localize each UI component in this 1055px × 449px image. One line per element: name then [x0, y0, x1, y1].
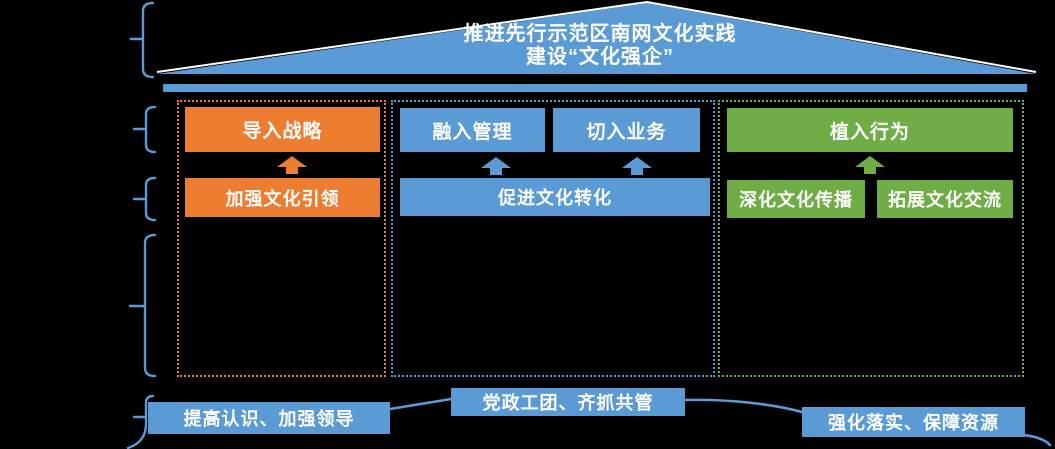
box-behavior-bottom-right: 拓展文化交流	[877, 180, 1013, 218]
connector-line-left-center	[388, 397, 453, 411]
footer-box-right: 强化落实、保障资源	[802, 407, 1025, 437]
footer-box-center: 党政工团、齐抓共管	[451, 388, 685, 416]
brace-icon-roof	[129, 1, 155, 79]
box-strategy-top: 导入战略	[185, 107, 380, 152]
brace-icon-row1	[132, 105, 157, 154]
box-behavior-bottom-left: 深化文化传播	[727, 180, 865, 218]
box-management-top-right: 切入业务	[553, 108, 700, 152]
connector-line-center-right	[683, 398, 804, 414]
pillar-strategy-column	[177, 100, 386, 377]
box-strategy-bottom: 加强文化引领	[185, 178, 380, 217]
brace-icon-footer	[126, 394, 155, 449]
roof-shape	[157, 3, 1036, 74]
brace-icon-row2	[132, 176, 157, 222]
box-behavior-top: 植入行为	[727, 108, 1013, 152]
up-arrow-icon	[622, 157, 652, 175]
roof-title-line1: 推进先行示范区南网文化实践	[463, 23, 737, 45]
brace-icon-body	[128, 233, 157, 378]
roof-title: 推进先行示范区南网文化实践 建设“文化强企”	[420, 23, 780, 69]
up-arrow-icon	[481, 157, 511, 175]
box-management-bottom: 促进文化转化	[400, 178, 710, 216]
roof-edge-highlight	[156, 0, 1037, 73]
pillar-behavior-column	[718, 100, 1024, 377]
footer-box-left: 提高认识、加强领导	[148, 402, 390, 434]
pillar-management-column	[391, 100, 715, 377]
left-brace-group	[126, 1, 157, 449]
roof-base-bar	[163, 84, 1027, 92]
box-management-top-left: 融入管理	[400, 108, 545, 152]
up-arrow-icon	[277, 156, 307, 174]
up-arrow-icon	[855, 156, 885, 174]
roof-title-line2: 建设“文化强企”	[526, 46, 674, 68]
